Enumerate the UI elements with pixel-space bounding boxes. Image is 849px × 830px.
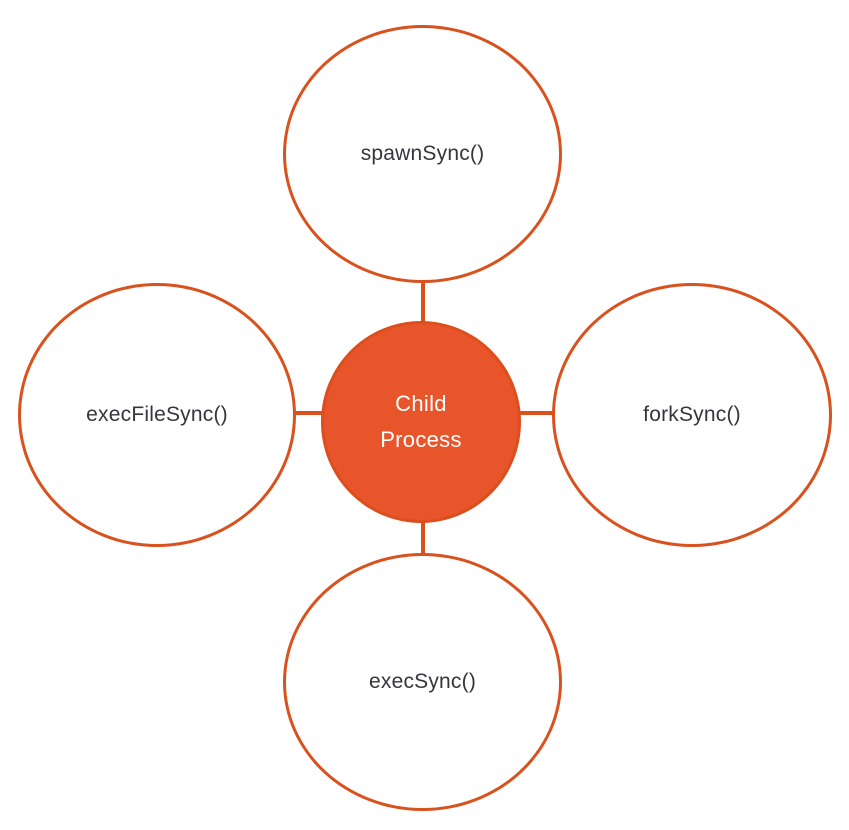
node-execfilesync: execFileSync(): [18, 283, 296, 547]
node-child-process-label-line2: Process: [380, 427, 462, 452]
node-spawnsync-label: spawnSync(): [360, 142, 485, 165]
node-child-process: Child Process: [321, 321, 521, 523]
node-child-process-label-line1: Child: [395, 391, 447, 416]
connector-center-to-forksync: [516, 411, 556, 415]
connector-center-to-spawnsync: [421, 278, 425, 326]
connector-center-to-execfilesync: [290, 411, 326, 415]
node-forksync: forkSync(): [552, 283, 832, 547]
node-execsync: execSync(): [283, 553, 562, 811]
node-execsync-label: execSync(): [368, 670, 477, 693]
node-forksync-label: forkSync(): [643, 403, 741, 426]
node-spawnsync: spawnSync(): [283, 25, 562, 283]
connector-center-to-execsync: [421, 518, 425, 558]
node-execfilesync-label: execFileSync(): [86, 403, 228, 426]
